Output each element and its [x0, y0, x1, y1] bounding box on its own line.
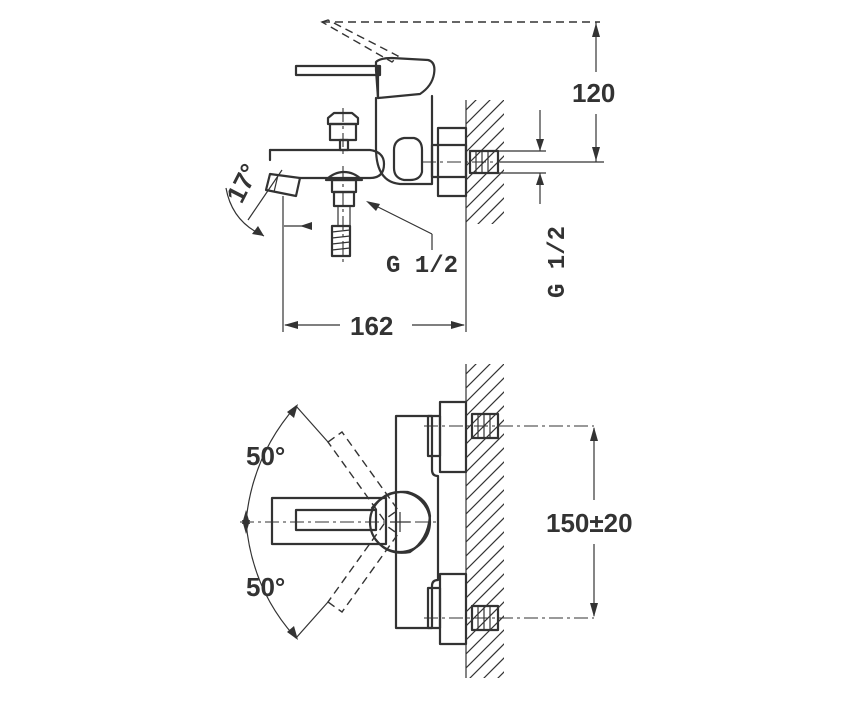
lower-connector	[424, 572, 594, 646]
cartridge-cap	[374, 56, 436, 100]
eccentric-nut	[430, 143, 468, 179]
upper-connector	[424, 400, 594, 474]
mixer-body	[374, 94, 434, 186]
top-view: 50° 50° 150±20	[240, 364, 633, 678]
angle-lower-label: 50°	[246, 572, 285, 602]
mixer-body-top	[394, 414, 440, 630]
side-view: G 1/2 17° 162 120	[220, 19, 615, 341]
thread-inlet-leader	[366, 201, 433, 250]
height-label: 120	[572, 78, 615, 108]
projection-dimension	[282, 196, 467, 332]
spout-angle-dimension	[225, 169, 312, 237]
spout-angle-label: 17°	[220, 159, 265, 208]
projection-label: 162	[350, 311, 393, 341]
handle-angle-dimension	[242, 404, 329, 640]
thread-wall-dimension	[498, 110, 546, 204]
body-recess	[392, 136, 424, 182]
spout	[268, 148, 386, 180]
wall-section-bottom	[466, 364, 504, 678]
thread-inlet-label: G 1/2	[386, 253, 458, 280]
handle-raised-position	[320, 19, 600, 63]
angle-upper-label: 50°	[246, 441, 285, 471]
handle-lever	[294, 64, 382, 77]
hose-outlet	[324, 166, 364, 262]
thread-wall-label: G 1/2	[545, 226, 572, 298]
center-distance-dimension	[590, 427, 598, 617]
diverter-knob	[326, 108, 360, 158]
handle-rotated-positions	[327, 431, 399, 613]
aerator-outlet	[264, 172, 302, 198]
center-distance-label: 150±20	[546, 508, 633, 538]
handle-top	[270, 496, 388, 546]
height-dimension	[500, 22, 604, 163]
